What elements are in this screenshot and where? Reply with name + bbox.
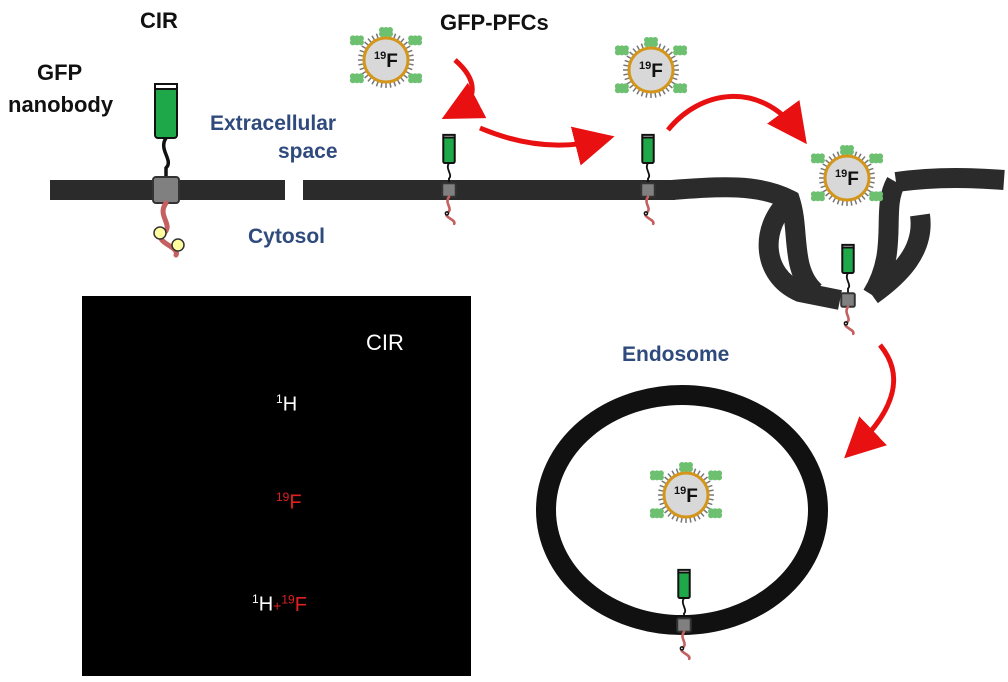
mri-panel (82, 296, 471, 676)
gfp-protein (657, 512, 664, 519)
gfp-protein (877, 157, 884, 164)
phospho-site (643, 211, 649, 216)
extracellular-label-line1: Extracellular (210, 112, 337, 135)
gfp-protein (681, 49, 688, 56)
process-arrow-1 (441, 58, 487, 119)
gfp-pfc-particle-2: 19F (614, 37, 688, 98)
perfluorocarbon-core (662, 471, 710, 519)
particle-19f-label: 19F (374, 50, 398, 72)
gfp-protein (848, 149, 854, 155)
gfp-nanobody (154, 87, 178, 139)
linker (845, 272, 851, 294)
cytoplasmic-tail (844, 305, 855, 336)
process-arrow-2 (479, 125, 615, 166)
gfp-protein (687, 466, 693, 472)
mri-cir-title: CIR (366, 330, 404, 355)
plasma-membrane (50, 168, 1005, 310)
cir-receptor-endosome (676, 568, 692, 661)
gfp-nanobody (641, 135, 655, 164)
perfluorocarbon-core (362, 36, 410, 84)
nanobody-cap (154, 83, 178, 90)
gfp-protein (416, 77, 423, 84)
gfp-pfc-particle-1: 19F (349, 27, 423, 88)
gfp-protein (818, 195, 825, 202)
linker (681, 597, 687, 619)
particle-19f-label: 19F (674, 485, 698, 507)
gfp-pfc-particle-3: 19F (810, 145, 884, 206)
particle-19f-label: 19F (835, 168, 859, 190)
cir-receptor-main (152, 83, 185, 258)
gfp-protein (357, 39, 364, 46)
phospho-site (171, 238, 185, 252)
transmembrane-domain (640, 182, 656, 198)
phospho-site (153, 226, 167, 240)
phospho-site (679, 646, 685, 651)
gfp-protein (716, 512, 723, 519)
gfp-protein (716, 474, 723, 481)
cytosol-label: Cytosol (248, 225, 326, 248)
gfp-nanobody (841, 245, 855, 274)
transmembrane-domain (676, 617, 692, 633)
cir-receptor-2 (441, 133, 457, 226)
process-arrow-3 (666, 94, 807, 145)
mri-19f-label: 19F (276, 490, 302, 514)
gfp-protein (387, 31, 393, 37)
gfp-protein (681, 87, 688, 94)
gfp-nanobody-label-line2: nanobody (8, 92, 114, 117)
linker (162, 137, 170, 178)
cir-receptor-3 (640, 133, 656, 226)
gfp-pfcs-label: GFP-PFCs (440, 10, 549, 35)
gfp-pfc-particle-4: 19F (649, 462, 723, 523)
phospho-site (444, 211, 450, 216)
linker (645, 162, 651, 184)
process-arrow-4 (844, 343, 897, 459)
cytoplasmic-tail (445, 195, 456, 226)
gfp-protein (877, 195, 884, 202)
particle-19f-label: 19F (639, 60, 663, 82)
nanobody-cap (841, 243, 855, 249)
endosome-label: Endosome (622, 343, 730, 366)
perfluorocarbon-core (823, 154, 871, 202)
nanobody-cap (641, 133, 655, 139)
transmembrane-domain (152, 176, 180, 204)
transmembrane-domain (441, 182, 457, 198)
extracellular-label-line2: space (278, 140, 338, 163)
mri-overlay-label: 1H+19F (252, 592, 307, 616)
nanobody-cap (442, 133, 456, 139)
linker (446, 162, 452, 184)
gfp-protein (357, 77, 364, 84)
gfp-nanobody (677, 570, 691, 599)
cytoplasmic-tail (644, 195, 655, 226)
perfluorocarbon-core (627, 46, 675, 94)
phospho-site (843, 321, 849, 326)
nanobody-cap (677, 568, 691, 574)
transmembrane-domain (840, 292, 856, 308)
mri-1h-label: 1H (276, 392, 298, 416)
gfp-nanobody-label-line1: GFP (37, 60, 83, 85)
cytoplasmic-tail (680, 630, 691, 661)
cir-label: CIR (140, 8, 178, 33)
gfp-protein (622, 49, 629, 56)
cir-receptor-pit (840, 243, 856, 336)
gfp-protein (818, 157, 825, 164)
gfp-protein (652, 41, 658, 47)
gfp-nanobody (442, 135, 456, 164)
gfp-protein (416, 39, 423, 46)
gfp-protein (657, 474, 664, 481)
gfp-protein (622, 87, 629, 94)
